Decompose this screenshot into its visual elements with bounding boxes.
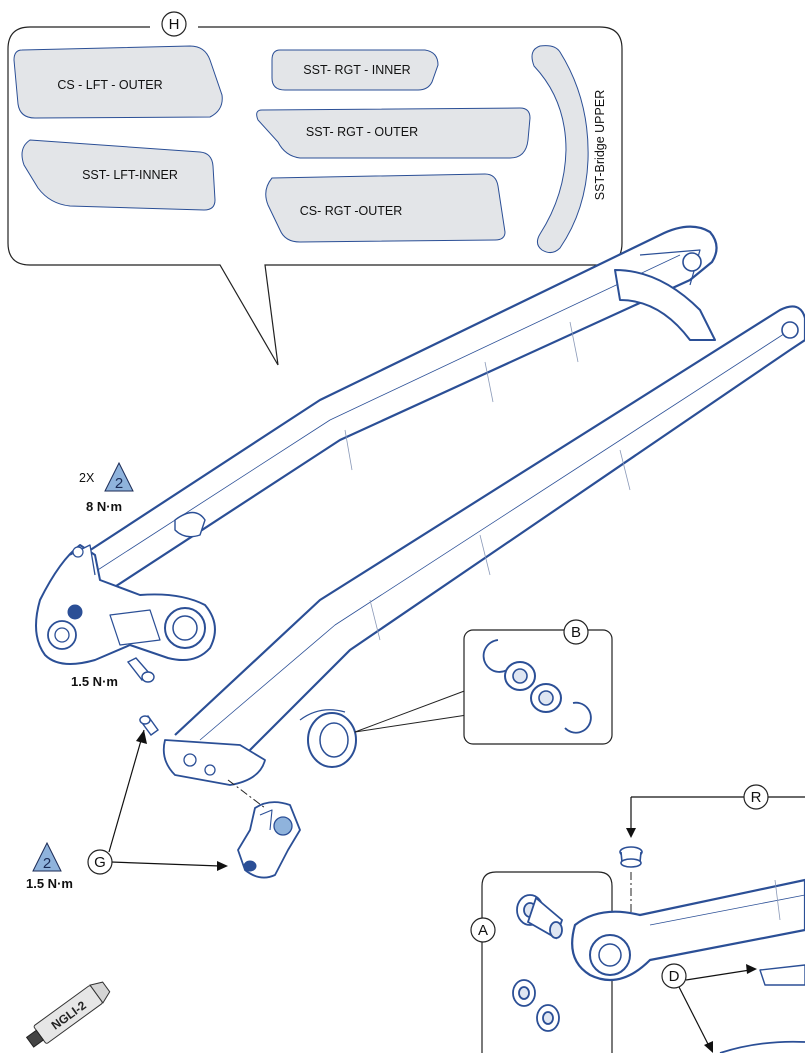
- decal-label-cs-rgt-outer: CS- RGT -OUTER: [300, 204, 403, 218]
- torque-1-5nm-g-group: 2 1.5 N·m: [26, 841, 73, 891]
- allen-size-2: 2: [43, 855, 51, 872]
- callout-d-label: D: [669, 968, 680, 985]
- decal-sst-rgt-inner: SST- RGT - INNER: [271, 49, 439, 91]
- callout-r-label: R: [751, 789, 762, 806]
- hanger-dashdot-line: [227, 779, 266, 809]
- decal-label-sst-bridge-upper: SST-Bridge UPPER: [593, 90, 607, 200]
- callout-b-label: B: [571, 624, 581, 641]
- torque-8nm-group: 2X 2 8 N·m: [79, 461, 134, 514]
- callout-h: H: [161, 11, 187, 37]
- decal-sst-rgt-outer: SST- RGT - OUTER: [256, 107, 531, 159]
- decal-label-sst-rgt-inner: SST- RGT - INNER: [303, 63, 410, 77]
- callout-g-label: G: [94, 854, 106, 871]
- decal-label-cs-lft-outer: CS - LFT - OUTER: [57, 78, 162, 92]
- rubber-grommet: [619, 846, 643, 868]
- dropout-bolt: [126, 657, 155, 683]
- decal-cs-rgt-outer: CS- RGT -OUTER: [265, 173, 506, 243]
- torque-1-5nm-bolt: 1.5 N·m: [71, 674, 118, 689]
- allen-size-1: 2: [115, 475, 123, 492]
- allen-size-triangle-1: [104, 461, 134, 492]
- qty-2x: 2X: [79, 471, 95, 485]
- callout-a-label: A: [478, 922, 488, 939]
- derailleur-hanger: [237, 801, 301, 879]
- torque-8nm: 8 N·m: [86, 499, 122, 514]
- hanger-bolt: [138, 715, 159, 736]
- decal-sst-lft-inner: SST- LFT-INNER: [21, 139, 216, 211]
- callout-h-label: H: [169, 16, 180, 33]
- callout-g: G: [87, 729, 228, 875]
- chainstay-lower-right: [571, 878, 805, 1053]
- decal-label-sst-lft-inner: SST- LFT-INNER: [82, 168, 178, 182]
- bearing-callout-box: B: [354, 619, 613, 745]
- allen-size-triangle-2: [32, 841, 62, 872]
- torque-1-5nm-g: 1.5 N·m: [26, 876, 73, 891]
- left-dropout-assembly: [35, 544, 216, 665]
- callout-r: R: [626, 784, 805, 838]
- decal-label-sst-rgt-outer: SST- RGT - OUTER: [306, 125, 418, 139]
- callout-d: D: [661, 963, 757, 1053]
- axle-callout-box: A: [470, 871, 613, 1053]
- decal-cs-lft-outer: CS - LFT - OUTER: [13, 45, 223, 119]
- seatstay-assembly: [74, 225, 805, 786]
- grease-tube: NGLI-2: [25, 981, 111, 1048]
- decal-sst-bridge-upper: SST-Bridge UPPER: [531, 45, 607, 254]
